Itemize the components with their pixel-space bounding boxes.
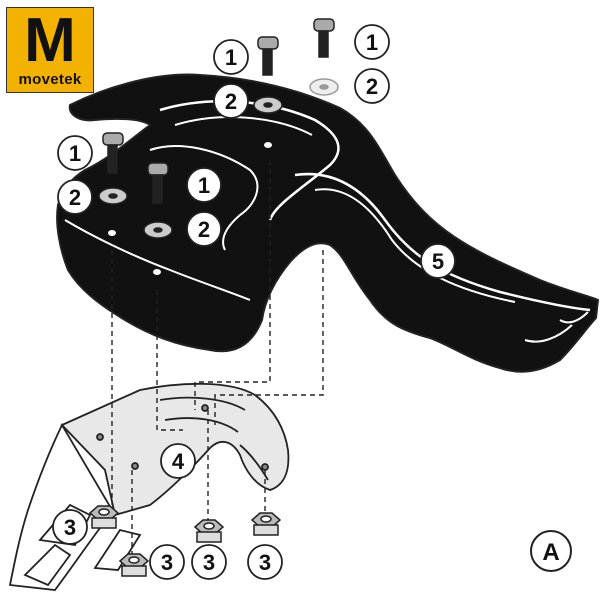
movetek-logo: M movetek: [6, 7, 94, 93]
callout-number: 2: [225, 89, 237, 114]
nut-part-3: [193, 519, 225, 543]
callout-circle: [186, 167, 222, 203]
callout-circle: [213, 83, 249, 119]
screw-part-1: [257, 36, 279, 76]
callout-1: 1: [213, 39, 249, 75]
bracket-part-4: [8, 382, 290, 591]
callout-3: 3: [191, 544, 227, 580]
washer-part-2: [143, 221, 173, 239]
callout-3: 3: [149, 544, 185, 580]
washer-part-2: [253, 96, 283, 114]
callout-circle: [57, 135, 93, 171]
callout-number: 1: [69, 141, 81, 166]
callout-2: 2: [57, 179, 93, 215]
logo-name: movetek: [18, 71, 82, 88]
callout-number: 5: [432, 249, 444, 274]
callout-3: 3: [247, 544, 283, 580]
callout-number: 3: [259, 550, 271, 575]
nut-part-3: [250, 512, 282, 536]
callout-circle: [160, 443, 196, 479]
assembly-guide-lines: [111, 160, 324, 555]
mounting-hole: [108, 142, 272, 275]
callout-1: 1: [57, 135, 93, 171]
fender-part-5: [56, 73, 600, 373]
callout-4: 4: [160, 443, 196, 479]
screw-part-1: [147, 162, 169, 204]
callout-number: 1: [198, 173, 210, 198]
callout-number: 3: [161, 550, 173, 575]
callout-2: 2: [354, 68, 390, 104]
callout-3: 3: [52, 509, 88, 545]
callout-number: 1: [225, 45, 237, 70]
callout-circle: [354, 68, 390, 104]
nut-part-3: [88, 505, 120, 529]
callout-circle: [186, 211, 222, 247]
callout-circle: [247, 544, 283, 580]
callout-circle: [420, 243, 456, 279]
washer-part-2: [98, 187, 128, 205]
nut-part-3: [118, 553, 150, 577]
callout-circle: [213, 39, 249, 75]
callout-circle: [191, 544, 227, 580]
callout-number: 3: [64, 515, 76, 540]
callout-2: 2: [186, 211, 222, 247]
view-label-text: A: [542, 539, 559, 566]
callout-number: 2: [198, 217, 210, 242]
screw-part-1: [313, 18, 335, 58]
callout-circle: [57, 179, 93, 215]
callout-2: 2: [213, 83, 249, 119]
callout-number: 1: [366, 30, 378, 55]
callout-layer: 1 1 1 1 2 2 2 2 3 3 3 3 4 5: [52, 24, 456, 580]
callout-number: 4: [172, 449, 185, 474]
callout-number: 3: [203, 550, 215, 575]
callout-circle: [354, 24, 390, 60]
logo-initial: M: [24, 6, 76, 75]
callout-1: 1: [186, 167, 222, 203]
washer-part-2: [309, 78, 339, 96]
view-label-a: A: [530, 530, 572, 572]
callout-circle: [52, 509, 88, 545]
callout-circle: [149, 544, 185, 580]
screw-part-1: [102, 132, 124, 174]
callout-number: 2: [366, 74, 378, 99]
callout-5: 5: [420, 243, 456, 279]
callout-1: 1: [354, 24, 390, 60]
callout-number: 2: [69, 185, 81, 210]
